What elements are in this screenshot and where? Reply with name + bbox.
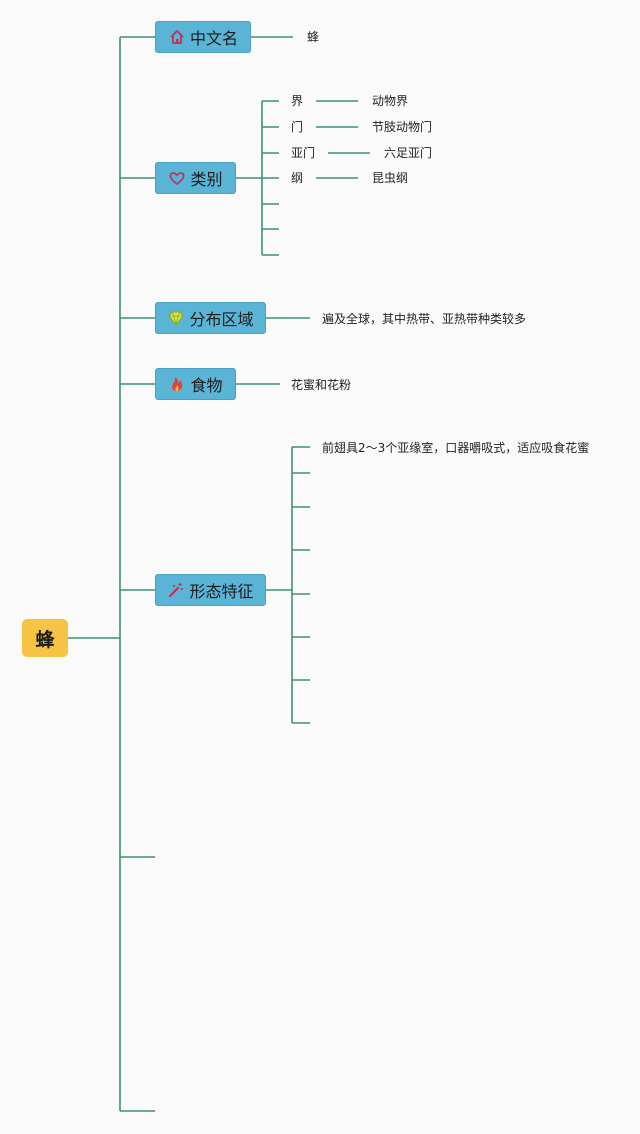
branch-morphology-label: 形态特征 xyxy=(189,582,254,601)
wand-icon xyxy=(167,581,185,599)
home-icon xyxy=(168,28,186,46)
branch-category-node[interactable]: 类别 xyxy=(155,162,236,194)
category-key-3: 亚门 xyxy=(291,146,316,160)
category-key-1: 界 xyxy=(291,94,304,108)
branch-food-label: 食物 xyxy=(190,376,223,395)
branch-morphology-value: 前翅具2～3个亚缘室，口器嚼吸式，适应吸食花蜜 xyxy=(322,441,590,455)
heart-icon xyxy=(168,169,186,187)
category-value-4: 昆虫纲 xyxy=(372,171,409,185)
branch-distribution-value: 遍及全球，其中热带、亚热带种类较多 xyxy=(322,312,527,326)
branch-category-label: 类别 xyxy=(190,170,223,189)
category-key-4: 纲 xyxy=(291,171,304,185)
branch-name-label: 中文名 xyxy=(189,29,238,48)
branch-name-node[interactable]: 中文名 xyxy=(155,21,251,53)
branch-food-node[interactable]: 食物 xyxy=(155,368,236,400)
diamond-icon xyxy=(167,309,185,327)
branch-morphology-node[interactable]: 形态特征 xyxy=(155,574,266,606)
branch-distribution-label: 分布区域 xyxy=(189,310,254,329)
category-value-2: 节肢动物门 xyxy=(372,120,433,134)
category-value-3: 六足亚门 xyxy=(384,146,433,160)
branch-food-value: 花蜜和花粉 xyxy=(291,378,352,392)
branch-distribution-node[interactable]: 分布区域 xyxy=(155,302,266,334)
branch-name-value: 蜂 xyxy=(307,30,320,44)
root-node[interactable]: 蜂 xyxy=(22,619,68,657)
category-key-2: 门 xyxy=(291,120,304,134)
category-value-1: 动物界 xyxy=(372,94,409,108)
flame-icon xyxy=(168,375,186,393)
